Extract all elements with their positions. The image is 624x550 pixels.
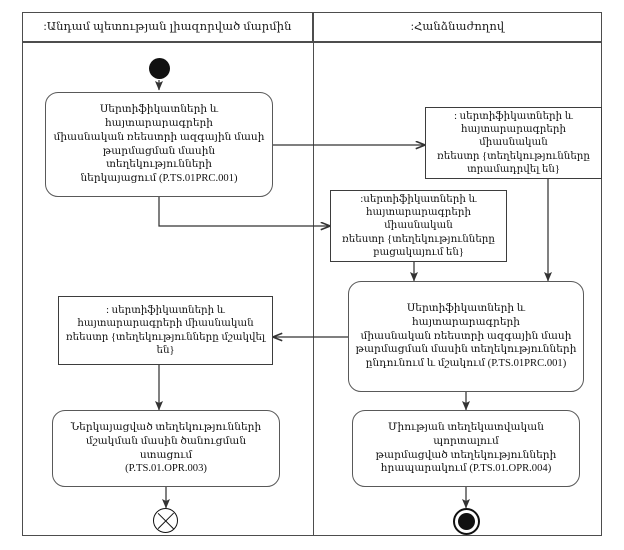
action-node-receive-and-process[interactable]: Սերտիֆիկատների և հայտարարագրերի միասնակա… <box>348 281 584 392</box>
action-node-receive-notice[interactable]: Ներկայացված տեղեկությունների մշակման մաս… <box>52 410 280 487</box>
initial-node[interactable] <box>149 58 170 79</box>
swimlane-header-member-state: :Անդամ պետության լիազորված մարմին <box>22 12 313 42</box>
flow-final-node[interactable] <box>153 508 178 533</box>
action-node-publish[interactable]: Միության տեղեկատվական պորտալում թարմացվա… <box>352 410 580 487</box>
activity-final-node[interactable] <box>453 508 480 535</box>
object-node-information-processed-label: : սերտիֆիկատների և հայտարարագրերի միասնա… <box>65 304 266 356</box>
object-node-information-provided-label: : սերտիֆիկատների և հայտարարագրերի միասնա… <box>437 110 590 176</box>
swimlane-label-member-state: :Անդամ պետության լիազորված մարմին <box>43 20 292 33</box>
object-node-information-absent-label: :սերտիֆիկատների և հայտարարագրերի միասնակ… <box>342 193 495 259</box>
swimlane-divider <box>313 42 315 536</box>
action-node-publish-label: Միության տեղեկատվական պորտալում թարմացվա… <box>375 421 557 475</box>
object-node-information-provided[interactable]: : սերտիֆիկատների և հայտարարագրերի միասնա… <box>425 107 602 179</box>
swimlane-body-frame <box>22 42 602 536</box>
action-node-submit-label: Սերտիֆիկատների և հայտարարագրերի միասնակա… <box>53 104 265 185</box>
object-node-information-absent[interactable]: :սերտիֆիկատների և հայտարարագրերի միասնակ… <box>330 190 507 262</box>
swimlane-label-commission: :Հանձնաժողով <box>410 20 505 33</box>
action-node-receive-notice-label: Ներկայացված տեղեկությունների մշակման մաս… <box>70 421 262 475</box>
swimlane-header-commission: :Հանձնաժողով <box>313 12 602 42</box>
object-node-information-processed[interactable]: : սերտիֆիկատների և հայտարարագրերի միասնա… <box>58 296 273 365</box>
action-node-receive-and-process-label: Սերտիֆիկատների և հայտարարագրերի միասնակա… <box>355 303 577 370</box>
action-node-submit[interactable]: Սերտիֆիկատների և հայտարարագրերի միասնակա… <box>45 92 273 197</box>
